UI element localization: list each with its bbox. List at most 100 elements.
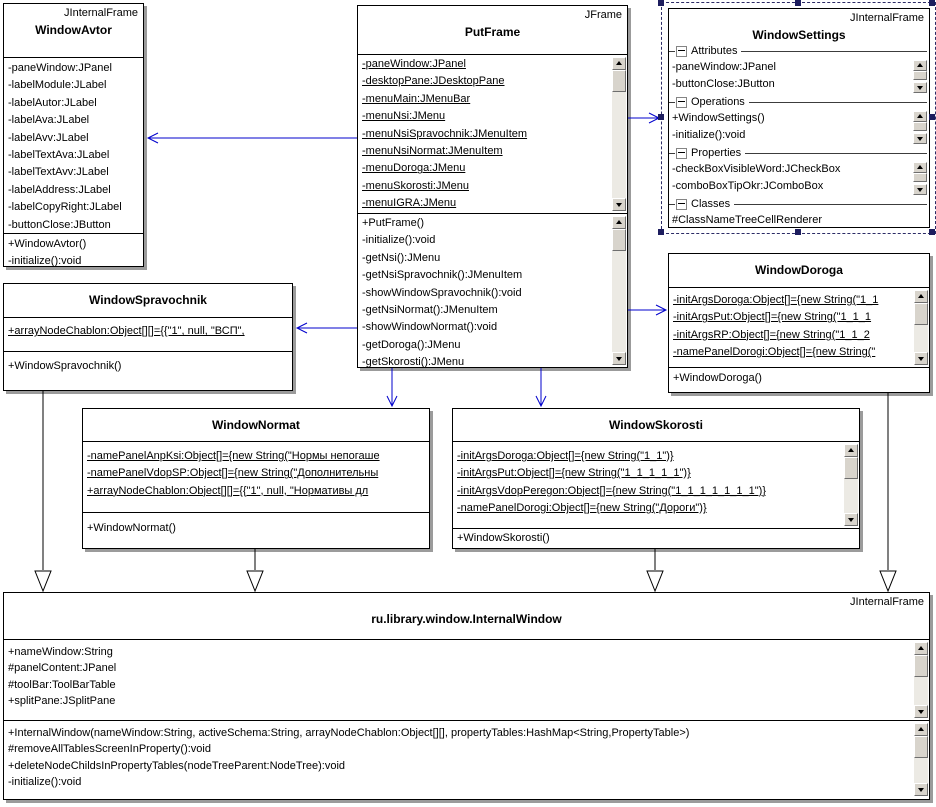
class-box-windowskorosti[interactable]: WindowSkorosti -initArgsDoroga:Object[]=… (452, 408, 860, 549)
scroll-down-button[interactable] (612, 198, 626, 211)
scrollbar[interactable] (612, 216, 626, 365)
member-row[interactable]: -labelAva:JLabel (8, 114, 90, 127)
scrollbar[interactable] (844, 444, 858, 526)
scroll-thumb[interactable] (914, 303, 928, 325)
selection-handle[interactable] (929, 0, 935, 6)
scroll-thumb[interactable] (914, 736, 928, 758)
scroll-thumb[interactable] (612, 70, 626, 92)
scroll-up-button[interactable] (913, 162, 927, 173)
scrollbar[interactable] (913, 111, 927, 144)
member-row[interactable]: #removeAllTablesScreenInProperty():void (8, 743, 211, 756)
member-row[interactable]: +arrayNodeChablon:Object[][]={{"1", null… (87, 484, 369, 497)
member-row[interactable]: +WindowSkorosti() (457, 532, 550, 544)
scroll-thumb[interactable] (612, 229, 626, 251)
collapse-icon[interactable] (676, 198, 687, 210)
scroll-down-button[interactable] (844, 513, 858, 526)
collapse-icon[interactable] (676, 96, 687, 108)
member-row[interactable]: -labelAutor:JLabel (8, 96, 97, 109)
member-row[interactable]: -paneWindow:JPanel (362, 58, 466, 70)
member-row[interactable]: -comboBoxTipOkr:JComboBox (672, 180, 824, 192)
member-row[interactable]: -namePanelDorogi:Object[]={new String(" (673, 346, 876, 359)
generalization-windowdoroga-internalwindow[interactable] (879, 393, 897, 593)
member-row[interactable]: +WindowNormat() (87, 522, 176, 534)
scrollbar[interactable] (612, 57, 626, 211)
member-row[interactable]: -menuNsi:JMenu (362, 110, 446, 123)
generalization-windowspravochnik-internalwindow[interactable] (34, 391, 52, 593)
scrollbar[interactable] (914, 723, 928, 796)
member-row[interactable]: +WindowSettings() (672, 112, 765, 124)
selection-handle[interactable] (658, 0, 664, 6)
member-row[interactable]: -desktopPane:JDesktopPane (362, 75, 505, 88)
scrollbar[interactable] (913, 60, 927, 93)
association-putframe-windowspravochnik[interactable] (295, 322, 357, 334)
member-row[interactable]: -initArgsVdopPeregon:Object[]={new Strin… (457, 484, 766, 497)
scroll-up-button[interactable] (914, 723, 928, 736)
association-putframe-windowdoroga[interactable] (628, 304, 668, 316)
member-row[interactable]: +splitPane:JSplitPane (8, 695, 116, 708)
selection-handle[interactable] (929, 229, 935, 235)
member-row[interactable]: -getDoroga():JMenu (362, 338, 461, 351)
member-row[interactable]: -checkBoxVisibleWord:JCheckBox (672, 163, 841, 175)
member-row[interactable]: -labelAddress:JLabel (8, 183, 111, 196)
member-row[interactable]: -labelTextAva:JLabel (8, 148, 110, 161)
member-row[interactable]: -menuSkorosti:JMenu (362, 179, 469, 192)
member-row[interactable]: -showWindowNormat():void (362, 321, 498, 334)
scroll-up-button[interactable] (914, 290, 928, 303)
member-row[interactable]: -buttonClose:JButton (672, 78, 775, 90)
scroll-thumb[interactable] (913, 71, 927, 80)
selection-handle[interactable] (795, 229, 801, 235)
selection-handle[interactable] (795, 0, 801, 6)
member-row[interactable]: +WindowAvtor() (8, 238, 87, 250)
member-row[interactable]: +InternalWindow(nameWindow:String, activ… (8, 727, 690, 739)
selection-handle[interactable] (929, 114, 935, 120)
member-row[interactable]: -buttonClose:JButton (8, 218, 111, 231)
scroll-down-button[interactable] (914, 352, 928, 365)
member-row[interactable]: +WindowDoroga() (673, 372, 762, 384)
scroll-thumb[interactable] (914, 655, 928, 677)
selection-handle[interactable] (658, 229, 664, 235)
member-row[interactable]: #toolBar:ToolBarTable (8, 678, 116, 691)
association-putframe-windownormat[interactable] (386, 368, 398, 408)
scroll-up-button[interactable] (914, 642, 928, 655)
member-row[interactable]: #panelContent:JPanel (8, 662, 117, 675)
member-row[interactable]: -initArgsPut:Object[]={new String("1_1_1… (457, 467, 691, 480)
member-row[interactable]: -initArgsPut:Object[]={new String("1_1_1 (673, 311, 872, 324)
generalization-windowskorosti-internalwindow[interactable] (646, 549, 664, 593)
member-row[interactable]: -initArgsDoroga:Object[]={new String("1_… (673, 294, 879, 306)
member-row[interactable]: -menuNsiSpravochnik:JMenuItem (362, 127, 528, 140)
scrollbar[interactable] (913, 162, 927, 195)
member-row[interactable]: -menuNsiNormat:JMenuItem (362, 144, 503, 157)
member-row[interactable]: -labelCopyRight:JLabel (8, 201, 122, 214)
class-box-windowavtor[interactable]: JInternalFrame WindowAvtor -paneWindow:J… (3, 3, 144, 267)
class-box-windowspravochnik[interactable]: WindowSpravochnik +arrayNodeChablon:Obje… (3, 283, 293, 391)
scroll-up-button[interactable] (913, 111, 927, 122)
scroll-down-button[interactable] (914, 705, 928, 718)
scroll-up-button[interactable] (612, 216, 626, 229)
class-box-internalwindow[interactable]: JInternalFrame ru.library.window.Interna… (3, 592, 930, 800)
member-row[interactable]: -namePanelDorogi:Object[]={new String("Д… (457, 502, 707, 515)
member-row[interactable]: -paneWindow:JPanel (672, 61, 776, 73)
member-row[interactable]: +deleteNodeChildsInPropertyTables(nodeTr… (8, 759, 346, 772)
association-putframe-windowavtor[interactable] (146, 132, 357, 144)
scrollbar[interactable] (914, 642, 928, 718)
scroll-down-button[interactable] (913, 184, 927, 195)
association-putframe-windowsettings[interactable] (628, 112, 661, 124)
class-box-putframe[interactable]: JFrame PutFrame -paneWindow:JPanel-deskt… (357, 5, 628, 368)
member-row[interactable]: +WindowSpravochnik() (8, 360, 122, 372)
generalization-windownormat-internalwindow[interactable] (246, 549, 264, 593)
member-row[interactable]: -labelAvv:JLabel (8, 131, 89, 144)
member-row[interactable]: -initialize():void (8, 255, 82, 266)
scroll-up-button[interactable] (612, 57, 626, 70)
member-row[interactable]: +arrayNodeChablon:Object[][]={{"1", null… (8, 325, 245, 337)
member-row[interactable]: -labelModule:JLabel (8, 79, 107, 92)
member-row[interactable]: -initialize():void (362, 234, 436, 247)
member-row[interactable]: -showWindowSpravochnik():void (362, 286, 522, 299)
member-row[interactable]: #ClassNameTreeCellRenderer (672, 214, 822, 226)
member-row[interactable]: -namePanelVdopSP:Object[]={new String("Д… (87, 467, 379, 480)
collapse-icon[interactable] (676, 45, 687, 57)
member-row[interactable]: -namePanelAnpKsi:Object[]={new String("Н… (87, 450, 380, 462)
scroll-up-button[interactable] (844, 444, 858, 457)
collapse-icon[interactable] (676, 147, 687, 159)
scroll-thumb[interactable] (844, 457, 858, 479)
member-row[interactable]: -initialize():void (672, 129, 746, 141)
